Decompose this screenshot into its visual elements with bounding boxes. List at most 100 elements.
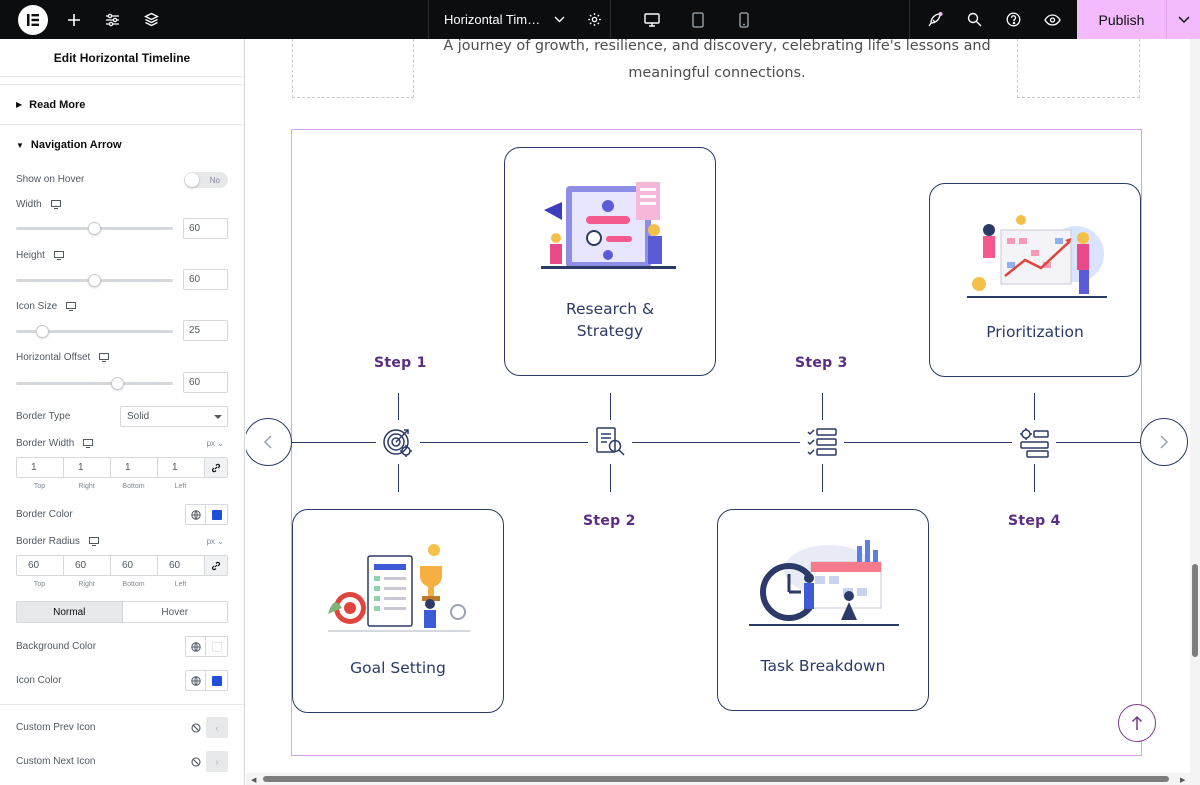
global-colors-icon[interactable] [185,636,206,657]
icon-size-input[interactable]: 25 [183,320,228,341]
height-input[interactable]: 60 [183,269,228,290]
height-slider-handle[interactable] [88,274,101,287]
scroll-right-icon[interactable]: ▶ [1180,777,1186,784]
no-icon-icon[interactable] [185,751,206,772]
border-radius-unit[interactable]: px ⌄ [206,537,224,546]
icon-color-swatch[interactable] [206,670,228,691]
horizontal-offset-slider[interactable] [16,382,173,385]
show-on-hover-toggle[interactable]: No [184,172,228,188]
timeline-line [292,442,1140,443]
empty-column-placeholder[interactable]: + [292,39,414,98]
chevron-left-icon[interactable]: ‹ [206,717,228,738]
monitor-icon[interactable] [50,200,61,209]
editor-topbar: Horizontal Timeli... Publis [0,0,1200,39]
section-read-more[interactable]: ▶ Read More [0,85,244,125]
icon-size-slider-handle[interactable] [36,325,49,338]
canvas-horizontal-scrollbar[interactable]: ◀ ▶ [246,773,1200,785]
elementor-logo-icon[interactable] [18,4,48,35]
mobile-icon[interactable] [721,0,767,39]
height-label: Height [16,250,64,261]
border-width-left[interactable]: 1 [158,458,205,477]
width-control: Width 60 [16,199,228,239]
scroll-left-icon[interactable]: ◀ [251,777,257,784]
document-title-dropdown[interactable]: Horizontal Timeli... [428,0,610,39]
site-settings-icon[interactable] [93,0,132,39]
background-color-swatch[interactable] [206,636,228,657]
toggle-value: No [209,175,220,185]
icon-color-control: Icon Color [16,670,228,691]
border-type-label: Border Type [16,411,71,422]
height-label-text: Height [16,250,45,261]
border-radius-bottom[interactable]: 60 [111,556,158,575]
global-colors-icon[interactable] [185,670,206,691]
arrow-up-icon [1131,715,1143,730]
tablet-icon[interactable] [675,0,721,39]
horizontal-offset-slider-handle[interactable] [111,377,124,390]
border-color-swatch[interactable] [206,504,228,525]
empty-column-placeholder[interactable]: + [1017,39,1140,98]
show-on-hover-control: Show on Hover No [16,172,228,188]
border-color-picker [185,504,228,525]
icon-size-slider[interactable] [16,330,173,333]
page-settings-gear-icon[interactable] [587,12,602,27]
side-label-right: Right [78,581,95,588]
monitor-icon[interactable] [83,439,94,448]
timeline-prev-button[interactable] [246,418,292,466]
monitor-icon[interactable] [99,353,110,362]
border-width-right[interactable]: 1 [64,458,111,477]
monitor-icon[interactable] [66,302,77,311]
width-slider-handle[interactable] [88,222,101,235]
structure-layers-icon[interactable] [132,0,171,39]
tab-normal[interactable]: Normal [17,602,122,622]
side-label-left: Left [174,581,187,588]
timeline-card[interactable]: Prioritization [929,183,1141,377]
border-radius-right[interactable]: 60 [64,556,111,575]
timeline-card[interactable]: Task Breakdown [717,509,929,711]
global-colors-icon[interactable] [185,504,206,525]
custom-next-icon-picker: › [185,751,228,772]
monitor-icon[interactable] [53,251,64,260]
scrollbar-thumb[interactable] [263,776,1169,782]
timeline-card[interactable]: Goal Setting [292,509,504,713]
width-label-text: Width [16,199,42,210]
canvas-vertical-scrollbar[interactable] [1190,39,1200,773]
icon-size-label: Icon Size [16,301,77,312]
border-width-bottom[interactable]: 1 [111,458,158,477]
publish-options-button[interactable] [1166,0,1200,39]
no-icon-icon[interactable] [185,717,206,738]
timeline-next-button[interactable] [1140,418,1188,466]
color-swatch [211,509,222,520]
custom-next-icon-label: Custom Next Icon [16,756,96,767]
editor-panel: Edit Horizontal Timeline ▶ Read More ▼ N… [0,39,245,785]
back-to-top-button[interactable] [1118,704,1156,742]
publish-button[interactable]: Publish [1077,0,1166,39]
link-values-icon[interactable] [205,556,227,575]
preview-eye-icon[interactable] [1033,0,1072,39]
border-width-unit[interactable]: px ⌄ [206,439,224,448]
monitor-icon[interactable] [88,537,99,546]
timeline-card[interactable]: Research & Strategy [504,147,716,376]
tab-hover[interactable]: Hover [121,602,228,622]
section-navigation-arrow[interactable]: ▼ Navigation Arrow [0,125,244,165]
goal-setting-illustration [328,544,470,632]
border-color-control: Border Color [16,504,228,525]
background-color-control: Background Color [16,636,228,657]
desktop-icon[interactable] [629,0,675,39]
border-radius-left[interactable]: 60 [158,556,205,575]
unit-label: px [206,439,216,448]
notifications-rocket-icon[interactable] [916,0,955,39]
border-type-select[interactable]: Solid [120,406,228,427]
border-radius-control: Border Radius px ⌄ 60 60 60 60 Top Right… [16,536,228,591]
width-input[interactable]: 60 [183,218,228,239]
link-values-icon[interactable] [205,458,227,477]
border-width-top[interactable]: 1 [17,458,64,477]
card-title: Research & Strategy [505,298,715,342]
horizontal-offset-input[interactable]: 60 [183,372,228,393]
search-icon[interactable] [955,0,994,39]
border-radius-top[interactable]: 60 [17,556,64,575]
add-element-icon[interactable] [54,0,93,39]
scrollbar-thumb[interactable] [1192,564,1198,657]
chevron-right-icon[interactable]: › [206,751,228,772]
color-swatch [211,675,222,686]
help-icon[interactable] [994,0,1033,39]
